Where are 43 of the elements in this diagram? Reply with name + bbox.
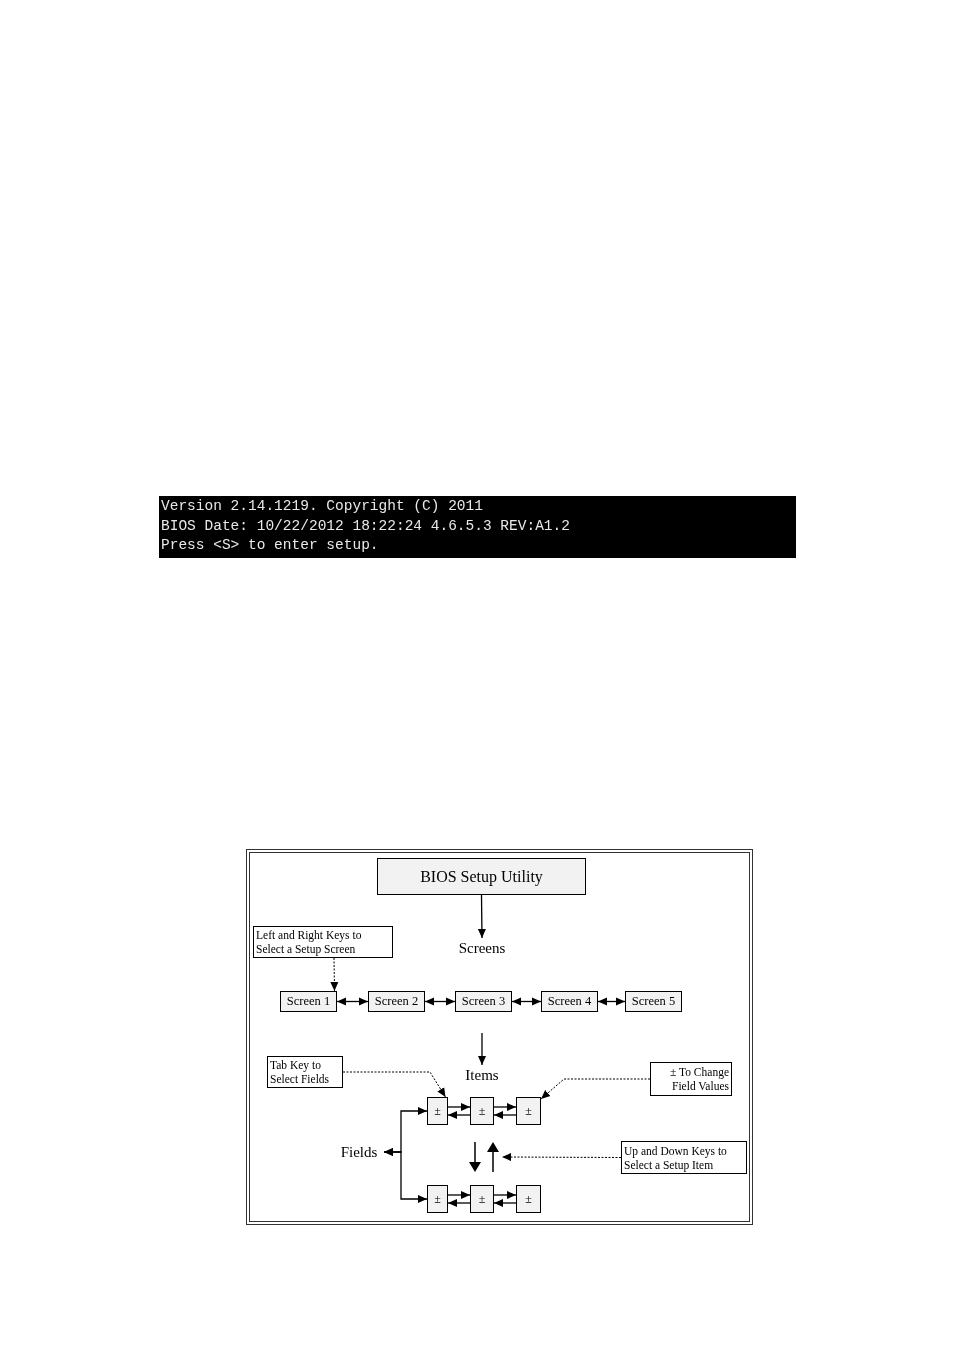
screen-box: Screen 2 [368,991,425,1012]
arrow [336,997,369,1006]
arrow [424,997,456,1006]
field-box: ± [470,1097,494,1125]
arrow [383,1148,428,1203]
field-box: ± [470,1185,494,1213]
arrow [447,1199,471,1207]
leader-arrow [501,1153,622,1162]
arrow [493,1111,517,1119]
arrow [477,894,486,939]
note-box: Left and Right Keys to Select a Setup Screen [253,926,393,958]
field-box: ± [516,1185,541,1213]
arrow [447,1191,471,1199]
screen-box: Screen 3 [455,991,512,1012]
arrow [493,1199,517,1207]
terminal-screen [159,496,796,558]
screen-box: Screen 1 [280,991,337,1012]
arrow [447,1103,471,1111]
stage-label: Fields [340,1142,378,1162]
stage-label: Items [465,1065,499,1085]
terminal-line: Press <S> to enter setup. [161,536,380,555]
field-box: ± [427,1185,448,1213]
screen-box: Screen 4 [541,991,598,1012]
field-box: ± [427,1097,448,1125]
arrow [447,1111,471,1119]
terminal-line: Version 2.14.1219. Copyright (C) 2011 [161,497,484,516]
stage-label: Screens [458,938,506,958]
field-box: ± [516,1097,541,1125]
note-box: Tab Key to Select Fields [267,1056,343,1088]
leader-arrow [342,1071,446,1098]
title-box: BIOS Setup Utility [377,858,586,895]
note-box: ± To Change Field Values [650,1062,732,1096]
arrow [511,997,542,1006]
arrow [493,1103,517,1111]
arrow [493,1191,517,1199]
arrow [597,997,626,1006]
diagram-frame [246,849,753,1225]
leader-arrow [330,957,339,992]
arrow [478,1032,486,1066]
terminal-line: BIOS Date: 10/22/2012 18:22:24 4.6.5.3 REV:A1.2 [161,516,571,536]
note-box: Up and Down Keys to Select a Setup Item [621,1141,747,1174]
screen-box: Screen 5 [625,991,682,1012]
leader-arrow [540,1078,651,1100]
